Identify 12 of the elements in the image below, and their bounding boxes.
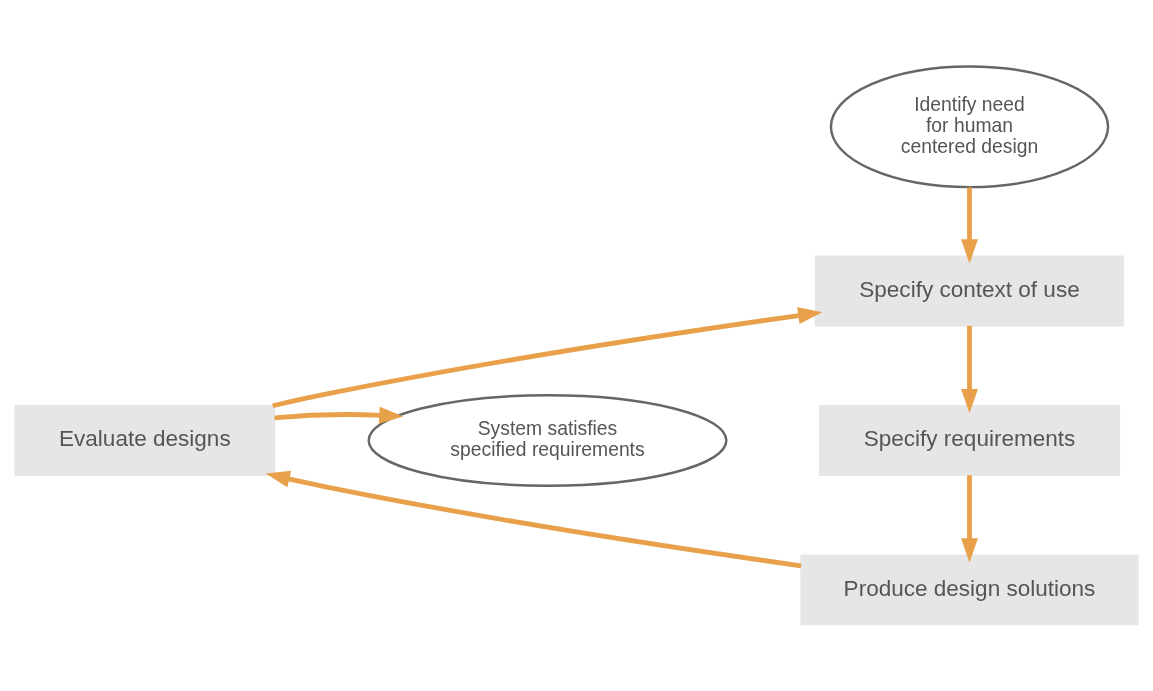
node-ellipse: System satisfies specified requirements [367, 394, 728, 487]
arrow [274, 406, 404, 424]
arrow [272, 307, 823, 409]
node-box: Evaluate designs [14, 405, 276, 476]
node-box: Produce design solutions [800, 554, 1139, 626]
arrow [961, 187, 978, 264]
node-box: Specify requirements [818, 405, 1121, 476]
node-box: Specify context of use [814, 255, 1125, 327]
arrow [961, 325, 978, 414]
arrow [961, 475, 978, 563]
arrow [265, 470, 802, 569]
node-ellipse: Identify need for human centered design [829, 65, 1110, 189]
